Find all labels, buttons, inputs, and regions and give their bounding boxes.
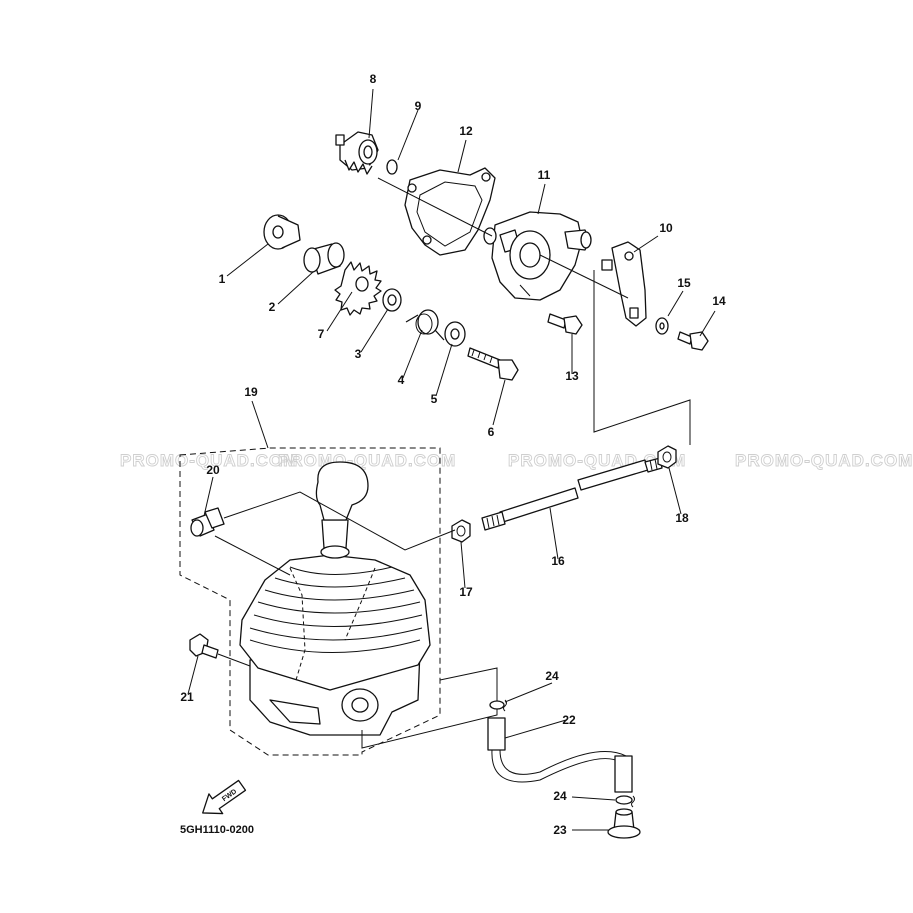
callout-23: 23 <box>553 823 567 837</box>
part-14-bolt <box>677 331 709 351</box>
link-line-20b <box>214 535 291 576</box>
link-line-20 <box>223 491 456 551</box>
link-line-21 <box>217 653 251 667</box>
axis-line-lever <box>539 254 629 299</box>
part-15-washer <box>655 317 669 335</box>
callout-5: 5 <box>431 392 438 406</box>
callout-3: 3 <box>355 347 362 361</box>
bracket-line-rod <box>593 270 691 445</box>
callout-4: 4 <box>398 373 405 387</box>
watermark-1: PROMO-QUAD.COM <box>120 451 298 470</box>
fwd-arrow-icon: FWD <box>202 779 247 815</box>
part-13-bolt <box>547 313 583 335</box>
callout-2: 2 <box>269 300 276 314</box>
callout-12: 12 <box>459 124 473 138</box>
callout-20: 20 <box>206 463 220 477</box>
callout-19: 19 <box>244 385 258 399</box>
part-2-collar <box>303 242 345 275</box>
part-24-clip-lower <box>615 795 635 808</box>
part-10-lever-plate <box>601 241 647 327</box>
callout-13: 13 <box>565 369 579 383</box>
callout-22: 22 <box>562 713 576 727</box>
callout-8: 8 <box>370 72 377 86</box>
part-5-washer <box>444 321 466 347</box>
part-21-bolt <box>189 633 219 659</box>
callout-16: 16 <box>551 554 565 568</box>
callout-21: 21 <box>180 690 194 704</box>
callout-10: 10 <box>659 221 673 235</box>
part-6-bolt <box>467 347 519 381</box>
part-19-shift-lever-assembly <box>239 461 431 736</box>
part-code: 5GH1110-0200 <box>180 824 254 836</box>
watermark-2: PROMO-QUAD.COM <box>278 451 456 470</box>
callout-15: 15 <box>677 276 691 290</box>
callout-1: 1 <box>219 272 226 286</box>
part-8-shift-pinion <box>335 131 379 175</box>
axis-line-upper <box>377 177 493 237</box>
part-22-breather-hose <box>487 717 633 793</box>
callout-18: 18 <box>675 511 689 525</box>
part-23-cap <box>607 808 641 839</box>
assembly-19-boundary <box>179 447 441 756</box>
part-12-gasket <box>404 167 496 256</box>
part-3-washer <box>382 288 402 312</box>
callout-14: 14 <box>712 294 726 308</box>
part-7-segment-gear <box>334 261 382 316</box>
part-24-clip-upper <box>489 699 507 712</box>
bracket-line-hose <box>361 667 498 749</box>
callout-6: 6 <box>488 425 495 439</box>
part-9-o-ring <box>386 159 398 175</box>
callout-24-lower: 24 <box>553 789 567 803</box>
watermark-4: PROMO-QUAD.COM <box>735 451 913 470</box>
callout-7: 7 <box>318 327 325 341</box>
part-11-housing <box>483 211 592 301</box>
part-18-nut <box>657 445 677 469</box>
part-20-fitting <box>190 507 225 537</box>
callout-17: 17 <box>459 585 473 599</box>
part-1-cam <box>263 214 301 250</box>
part-17-nut <box>451 519 471 543</box>
callout-11: 11 <box>538 168 551 182</box>
part-4-spring <box>405 309 445 341</box>
callout-24-upper: 24 <box>545 669 559 683</box>
callout-9: 9 <box>415 99 422 113</box>
